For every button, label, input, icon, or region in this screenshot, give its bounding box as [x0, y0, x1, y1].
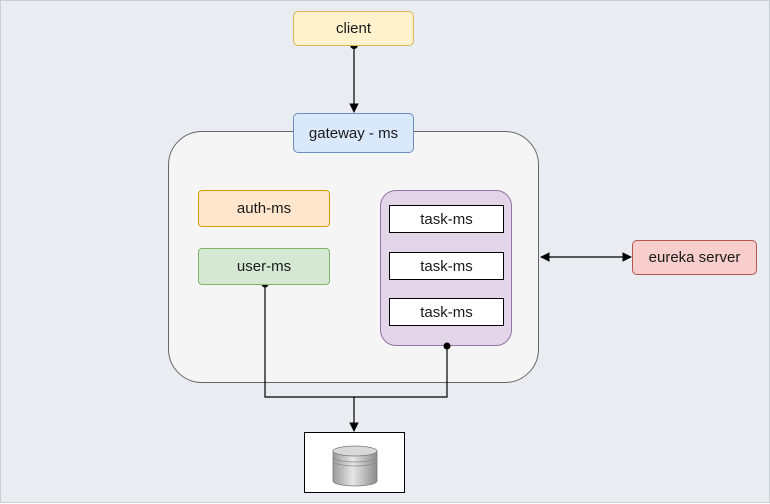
client-node[interactable]: client [293, 11, 414, 46]
database-node[interactable] [304, 432, 405, 493]
gateway-node[interactable]: gateway - ms [293, 113, 414, 153]
task-ms-node-3[interactable]: task-ms [389, 298, 504, 326]
auth-ms-label: auth-ms [236, 200, 292, 217]
user-ms-node[interactable]: user-ms [198, 248, 330, 285]
task-ms-node-1[interactable]: task-ms [389, 205, 504, 233]
task-ms-label-2: task-ms [420, 257, 473, 275]
gateway-label: gateway - ms [308, 124, 399, 142]
eureka-server-node[interactable]: eureka server [632, 240, 757, 275]
user-ms-label: user-ms [236, 258, 292, 275]
task-ms-node-2[interactable]: task-ms [389, 252, 504, 280]
task-ms-label-1: task-ms [420, 210, 473, 228]
auth-ms-node[interactable]: auth-ms [198, 190, 330, 227]
task-ms-label-3: task-ms [420, 303, 473, 321]
eureka-server-label: eureka server [648, 249, 741, 266]
database-cylinder-icon [332, 445, 378, 487]
client-label: client [335, 20, 372, 37]
